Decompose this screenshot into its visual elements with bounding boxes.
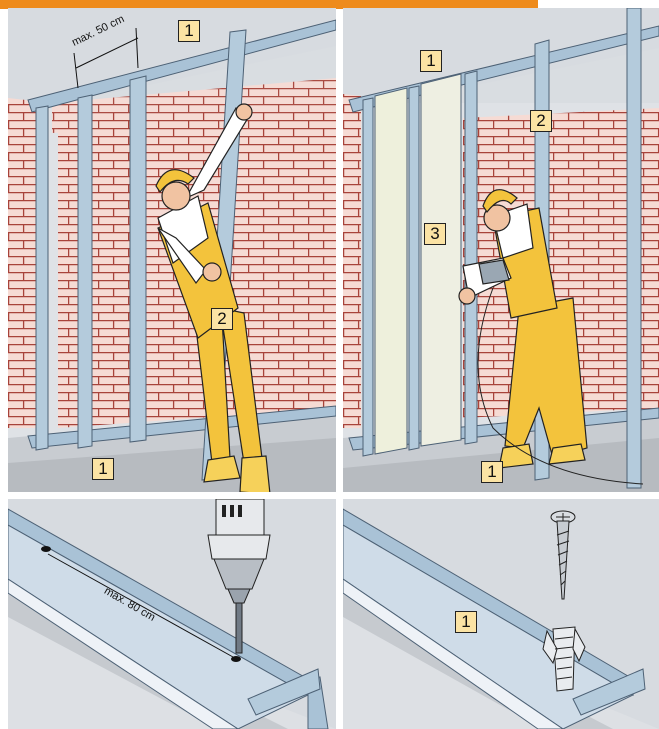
panel-screwing-track: 1 — [343, 499, 659, 729]
callout-3-plasterboard: 3 — [424, 223, 446, 245]
panel-drilling-track: max. 80 cm — [8, 499, 336, 729]
illustration-board-attachment — [343, 8, 659, 492]
callout-1-floor-track: 1 — [481, 461, 503, 483]
panel-installing-studs: max. 50 cm 1 2 1 — [8, 8, 336, 492]
callout-1-floor-track: 1 — [92, 458, 114, 480]
illustration-stud-installation — [8, 8, 336, 492]
panel-attaching-board: 1 2 3 1 — [343, 8, 659, 492]
callout-1-floor-track: 1 — [455, 611, 477, 633]
illustration-drilling — [8, 499, 336, 729]
callout-1-ceiling-track: 1 — [178, 20, 200, 42]
callout-1-ceiling-track: 1 — [420, 50, 442, 72]
callout-2-stud: 2 — [211, 308, 233, 330]
callout-2-stud: 2 — [530, 110, 552, 132]
illustration-screw-fixing — [343, 499, 659, 729]
